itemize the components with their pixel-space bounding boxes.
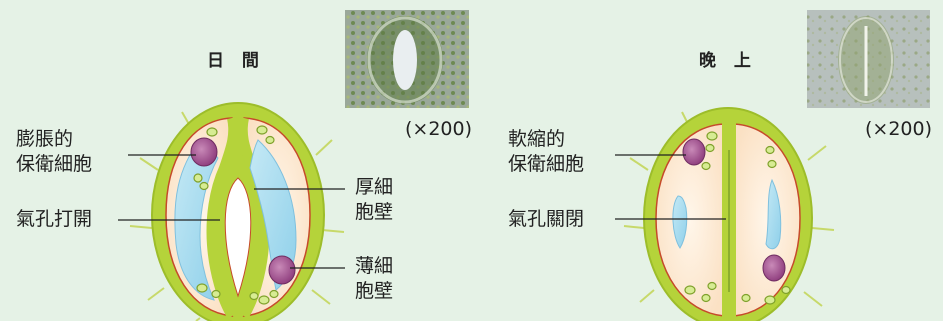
label-stoma-open: 氣孔打開	[16, 207, 92, 232]
nucleus-left	[191, 138, 217, 166]
label-thin-wall-line1: 薄細	[355, 254, 393, 279]
label-swollen-guard-cell: 膨脹的 保衛細胞	[16, 127, 92, 177]
label-thick-wall-line1: 厚細	[355, 175, 393, 200]
label-flaccid-line1: 軟縮的	[508, 127, 584, 152]
label-stoma-closed: 氣孔關閉	[508, 207, 584, 232]
nucleus-right-night	[763, 255, 785, 281]
micrograph-day	[345, 10, 469, 108]
nucleus-left-night	[683, 139, 705, 165]
night-magnification: (×200)	[865, 118, 932, 140]
day-magnification: (×200)	[405, 118, 472, 140]
micrograph-night	[807, 10, 930, 108]
label-thick-wall: 厚細 胞壁	[355, 175, 393, 225]
label-flaccid-guard-cell: 軟縮的 保衛細胞	[508, 127, 584, 177]
label-thin-wall-line2: 胞壁	[355, 279, 393, 304]
closed-stoma	[624, 108, 834, 321]
open-stoma	[130, 103, 344, 321]
label-thin-wall: 薄細 胞壁	[355, 254, 393, 304]
label-swollen-line1: 膨脹的	[16, 127, 92, 152]
day-title: 日 間	[207, 46, 265, 71]
label-flaccid-line2: 保衛細胞	[508, 152, 584, 177]
label-swollen-line2: 保衛細胞	[16, 152, 92, 177]
label-thick-wall-line2: 胞壁	[355, 200, 393, 225]
night-title: 晚 上	[699, 46, 757, 71]
nucleus-right	[269, 256, 295, 284]
